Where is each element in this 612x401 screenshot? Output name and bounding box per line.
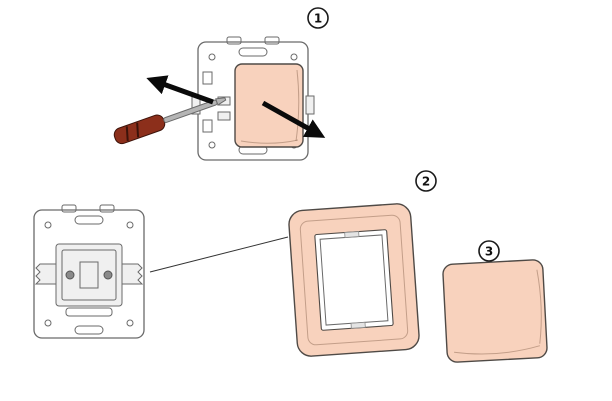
mechanism-screw [103,270,113,280]
mechanism-corner-hole [44,319,52,327]
rocker-bevel [454,345,541,355]
switch-cover-bevel [295,69,300,142]
callout-1: 1 [307,7,329,29]
frame-clip-bottom [350,321,366,329]
callout-number: 3 [485,245,493,259]
callout-number: 2 [422,175,430,189]
switch-mechanism [33,204,145,339]
removal-arrow-upleft-icon [146,75,214,105]
plate-side-claw-right [305,95,315,115]
mechanism-corner-hole [126,319,134,327]
mechanism-center-block [79,261,99,289]
step1-assembly [113,36,326,161]
mechanism-screw [65,270,75,280]
callout-circle [415,170,437,192]
plate-screw-slot-top [238,47,268,57]
plate-corner-hole [290,53,298,61]
mechanism-screw-slot-bottom [74,325,104,335]
finishing-frame [288,203,420,357]
mechanism-corner-hole [44,221,52,229]
mechanism-top-tab [99,204,115,213]
screwdriver-grip-stripe [136,122,140,138]
screwdriver-tip [215,97,227,106]
callout-circle [307,7,329,29]
mechanism-corner-hole [126,221,134,229]
mechanism-screw-slot-top [74,215,104,225]
plate-corner-hole [208,141,216,149]
removal-arrow-downright-icon [261,100,326,138]
plate-detail [202,71,213,85]
rocker-bevel [536,269,542,344]
plate-latch [217,111,231,121]
frame-opening [314,229,394,331]
plate-detail [202,119,213,133]
plate-top-tab [264,36,280,45]
callout-number: 1 [314,12,322,26]
frame-clip-top [344,231,360,238]
screwdriver-handle [113,114,166,145]
plate-top-tab [226,36,242,45]
callout-circle [478,240,500,262]
plate-corner-hole [208,53,216,61]
switch-cover-bevel [240,139,299,144]
frame-bevel [299,214,409,346]
rocker-face [442,259,548,363]
mechanism-claw-right [119,263,144,285]
callout-3: 3 [478,240,500,262]
mechanism-claw-left [34,263,59,285]
rocker-cover [442,259,548,363]
mechanism-housing [55,243,123,307]
screwdriver [113,97,227,145]
mechanism-top-tab [61,204,77,213]
connector-line [149,236,289,273]
mechanism-housing-inner [61,249,117,301]
screwdriver-grip-stripe [125,126,129,141]
callout-2: 2 [415,170,437,192]
mechanism-bottom-slot [65,307,113,317]
